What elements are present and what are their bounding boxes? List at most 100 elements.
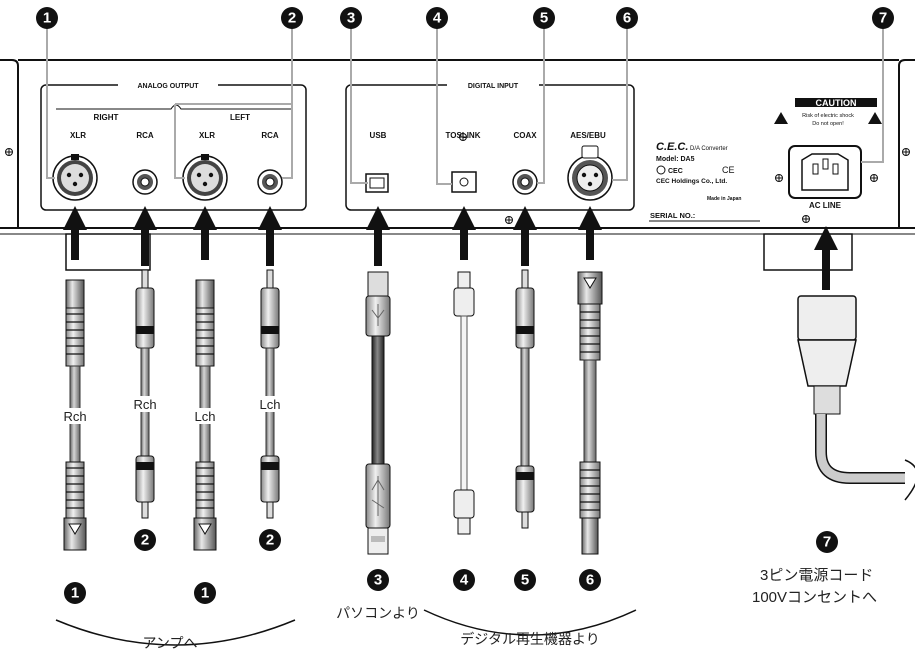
marker-6-bottom: 6 (579, 569, 601, 591)
svg-text:3: 3 (347, 10, 355, 27)
toslink-label: TOSLINK (446, 131, 481, 140)
svg-text:4: 4 (460, 572, 469, 589)
svg-text:2: 2 (141, 532, 149, 549)
caption-power-cord: 3ピン電源コード (760, 567, 873, 584)
screw-icon (870, 174, 878, 182)
caption-to-outlet: 100Vコンセントへ (752, 589, 877, 606)
rca-cable-right (135, 269, 155, 519)
brand-logo: C.E.C. (656, 141, 688, 153)
marker-4-top: 4 (426, 7, 448, 29)
marker-1-top: 1 (36, 7, 58, 29)
toslink-jack[interactable] (451, 171, 477, 193)
caution-title: CAUTION (816, 98, 857, 108)
caution-line-2: Do not open! (812, 121, 844, 127)
marker-2-top: 2 (281, 7, 303, 29)
channel-label-rch-rca: Rch (133, 397, 156, 412)
marker-3-bottom: 3 (367, 569, 389, 591)
marker-6-top: 6 (616, 7, 638, 29)
arrow-up-icon (193, 206, 217, 260)
arrow-up-icon (366, 206, 390, 266)
svg-text:3: 3 (374, 572, 382, 589)
svg-text:7: 7 (879, 10, 887, 27)
digital-input-section: DIGITAL INPUT USB TOSLINK COAX AES/EBU (345, 81, 635, 211)
caution-label: CAUTION Risk of electric shock Do not op… (774, 98, 882, 127)
marker-1-bottom: 1 (64, 582, 86, 604)
svg-text:1: 1 (71, 585, 79, 602)
caption-to-amp: アンプへ (142, 635, 197, 651)
rca-left-jack[interactable] (257, 169, 283, 195)
screw-icon (802, 215, 810, 223)
analog-output-title: ANALOG OUTPUT (137, 83, 199, 90)
arrow-up-icon (452, 206, 476, 260)
usb-jack[interactable] (365, 173, 389, 193)
digital-source-bracket (423, 609, 637, 636)
channel-label-lch-xlr: Lch (195, 409, 216, 424)
arrow-up-icon (63, 206, 87, 260)
rca-right-label: RCA (136, 131, 154, 140)
marker-7-top: 7 (872, 7, 894, 29)
toslink-cable (453, 271, 475, 535)
arrow-up-icon (133, 206, 157, 266)
marker-2-bottom: 2 (259, 529, 281, 551)
marker-1-bottom: 1 (194, 582, 216, 604)
model-name: Model: DA5 (656, 156, 695, 163)
svg-text:2: 2 (288, 10, 296, 27)
marker-5-bottom: 5 (514, 569, 536, 591)
svg-text:5: 5 (540, 10, 548, 27)
ac-inlet[interactable] (788, 145, 862, 199)
screw-icon (5, 148, 13, 156)
rca-cable-left (260, 269, 280, 519)
marker-4-bottom: 4 (453, 569, 475, 591)
channel-label-rch-xlr: Rch (63, 409, 86, 424)
screw-icon (902, 148, 910, 156)
xlr-right-jack[interactable] (52, 154, 98, 201)
left-label: LEFT (230, 113, 250, 122)
screw-icon (775, 174, 783, 182)
marker-3-top: 3 (340, 7, 362, 29)
digital-input-title: DIGITAL INPUT (468, 83, 519, 90)
aes-ebu-cable (577, 271, 603, 555)
svg-text:5: 5 (521, 572, 529, 589)
right-label: RIGHT (94, 113, 119, 122)
power-cord (797, 295, 915, 501)
ac-line-label: AC LINE (809, 201, 842, 210)
svg-text:6: 6 (623, 10, 631, 27)
aes-ebu-jack[interactable] (567, 145, 613, 201)
arrow-up-icon (513, 206, 537, 266)
coax-cable (515, 269, 535, 529)
svg-text:1: 1 (43, 10, 51, 27)
amp-bracket (55, 619, 296, 646)
svg-text:4: 4 (433, 10, 442, 27)
usb-label: USB (370, 131, 387, 140)
channel-label-lch-rca: Lch (260, 397, 281, 412)
xlr-right-label: XLR (70, 131, 86, 140)
made-in-label: Made in Japan (707, 196, 741, 202)
model-label-plate: C.E.C. D/A Converter Model: DA5 CEC CE C… (649, 141, 760, 222)
usb-cable (365, 271, 391, 555)
arrow-up-icon (258, 206, 282, 266)
xlr-left-label: XLR (199, 131, 215, 140)
ce-mark: CE (722, 165, 735, 175)
company-name: CEC Holdings Co., Ltd. (656, 178, 727, 185)
svg-text:6: 6 (586, 572, 594, 589)
svg-text:2: 2 (266, 532, 274, 549)
coax-label: COAX (513, 131, 537, 140)
leader-lines (46, 26, 884, 185)
aes-ebu-label: AES/EBU (570, 131, 606, 140)
arrow-up-icon (814, 226, 838, 290)
screw-icon (459, 133, 467, 141)
cec-mark: CEC (668, 168, 683, 175)
caption-from-pc: パソコンより (336, 605, 420, 621)
caption-from-digital-source: デジタル再生機器より (460, 631, 599, 647)
marker-2-bottom: 2 (134, 529, 156, 551)
rca-left-label: RCA (261, 131, 279, 140)
svg-text:7: 7 (823, 534, 831, 551)
serial-number-label: SERIAL NO.: (650, 211, 695, 220)
connection-arrows (63, 206, 838, 290)
coax-jack[interactable] (512, 169, 538, 195)
analog-output-section: ANALOG OUTPUT RIGHT LEFT XLR RCA XLR RCA (40, 81, 307, 211)
rca-right-jack[interactable] (132, 169, 158, 195)
svg-text:1: 1 (201, 585, 209, 602)
